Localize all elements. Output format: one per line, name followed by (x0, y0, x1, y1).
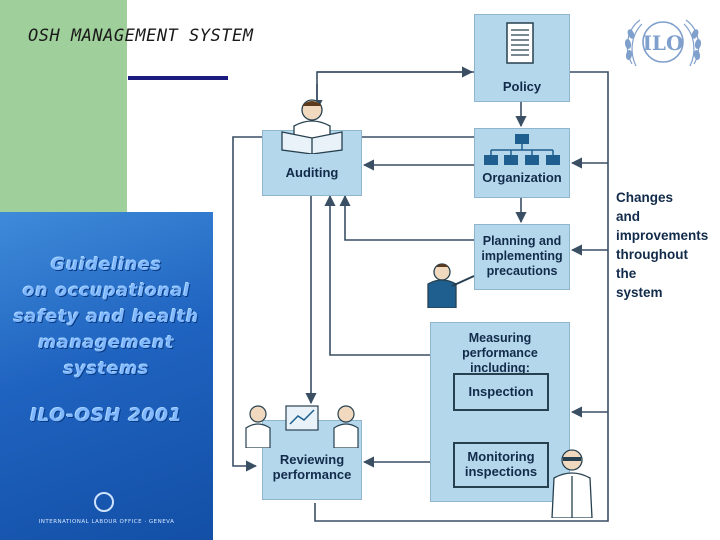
organization-label: Organization (482, 170, 562, 185)
cover-title: Guidelines on occupational safety and he… (0, 252, 213, 382)
title-underline (128, 76, 228, 80)
inspection-box (453, 373, 549, 411)
auditing-label: Auditing (285, 165, 339, 180)
cover-title-line: Guidelines (51, 255, 162, 275)
policy-document-icon (506, 22, 534, 64)
measuring-to-auditing-arrow (324, 194, 430, 356)
inspector-figure-icon (551, 449, 593, 518)
cover-title-line: management (38, 333, 175, 353)
cover-title-line: on occupational (22, 281, 191, 301)
measuring-label: Measuring performance including: (462, 331, 538, 375)
page-title: OSH MANAGEMENT SYSTEM (28, 26, 254, 46)
planning-label: Planning and implementing precautions (481, 234, 563, 278)
auditor-figure-icon (281, 99, 343, 154)
policy-label: Policy (502, 79, 542, 94)
feedback-loop-arrow (314, 71, 609, 522)
green-side-bar (0, 0, 127, 215)
org-chart-icon (484, 134, 560, 165)
inspection-label: Inspection (468, 384, 534, 399)
changes-and-improvements-note: Changes and improvements throughout the … (616, 190, 709, 300)
cover-publisher: INTERNATIONAL LABOUR OFFICE · GENEVA (38, 519, 175, 525)
cover-title-line: safety and health (13, 307, 200, 327)
monitoring-inspections-box (453, 442, 549, 488)
monitoring-label: Monitoring inspections (464, 449, 538, 479)
ilo-logo-icon: ILO (624, 19, 702, 67)
guidelines-cover-image: Guidelines on occupational safety and he… (0, 212, 213, 540)
cover-ilo-emblem-icon (94, 492, 114, 512)
review-meeting-icon (245, 405, 359, 448)
presenter-figure-icon (427, 263, 475, 308)
cover-subtitle: ILO-OSH 2001 (30, 405, 183, 426)
planning-box (474, 224, 570, 290)
reviewing-label: Reviewing performance (272, 452, 352, 482)
ilo-logo-text: ILO (643, 31, 684, 55)
cover-title-line: systems (63, 359, 150, 379)
planning-to-auditing-arrow (339, 194, 474, 241)
